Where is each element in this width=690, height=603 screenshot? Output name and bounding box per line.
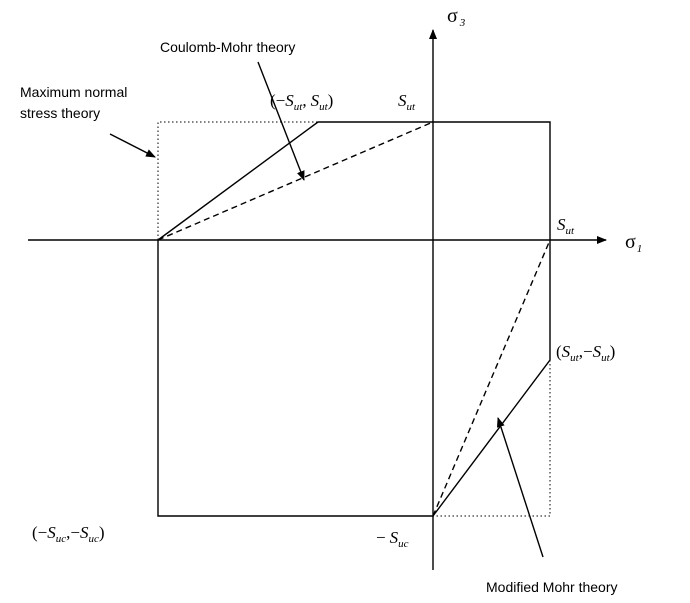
modified-mohr-boundary-upper (157, 121, 551, 241)
max-normal-stress-pointer (109, 133, 156, 158)
square-boundary-lower-left (157, 240, 433, 517)
coulomb-mohr-boundary-lower (432, 239, 551, 517)
coulomb-mohr-pointer (257, 61, 305, 181)
point-label-minus-suc-minus-suc: (−Suc,−Suc) (32, 523, 105, 545)
max-normal-stress-boundary-bottom-right (433, 360, 551, 517)
modified-mohr-boundary-lower (432, 240, 551, 517)
point-label-sut-right: Sut (557, 215, 575, 237)
point-label-sut-minus-sut: (Sut,−Sut) (556, 342, 615, 364)
point-label-sut-top: Sut (398, 91, 416, 113)
point-label-minus-suc: −Suc (376, 528, 409, 550)
modified-mohr-pointer (496, 417, 544, 558)
sigma1-axis-label: σ1 (625, 231, 642, 255)
max-normal-stress-label-line1: Maximum normal (20, 84, 127, 100)
max-normal-stress-boundary-top-left (157, 121, 318, 240)
point-label-minus-sut-sut: (−Sut,Sut) (270, 91, 333, 113)
coulomb-mohr-boundary-upper (157, 121, 434, 241)
coulomb-mohr-label: Coulomb-Mohr theory (160, 39, 295, 55)
modified-mohr-label: Modified Mohr theory (486, 579, 618, 595)
max-normal-stress-label-line2: stress theory (20, 105, 100, 121)
